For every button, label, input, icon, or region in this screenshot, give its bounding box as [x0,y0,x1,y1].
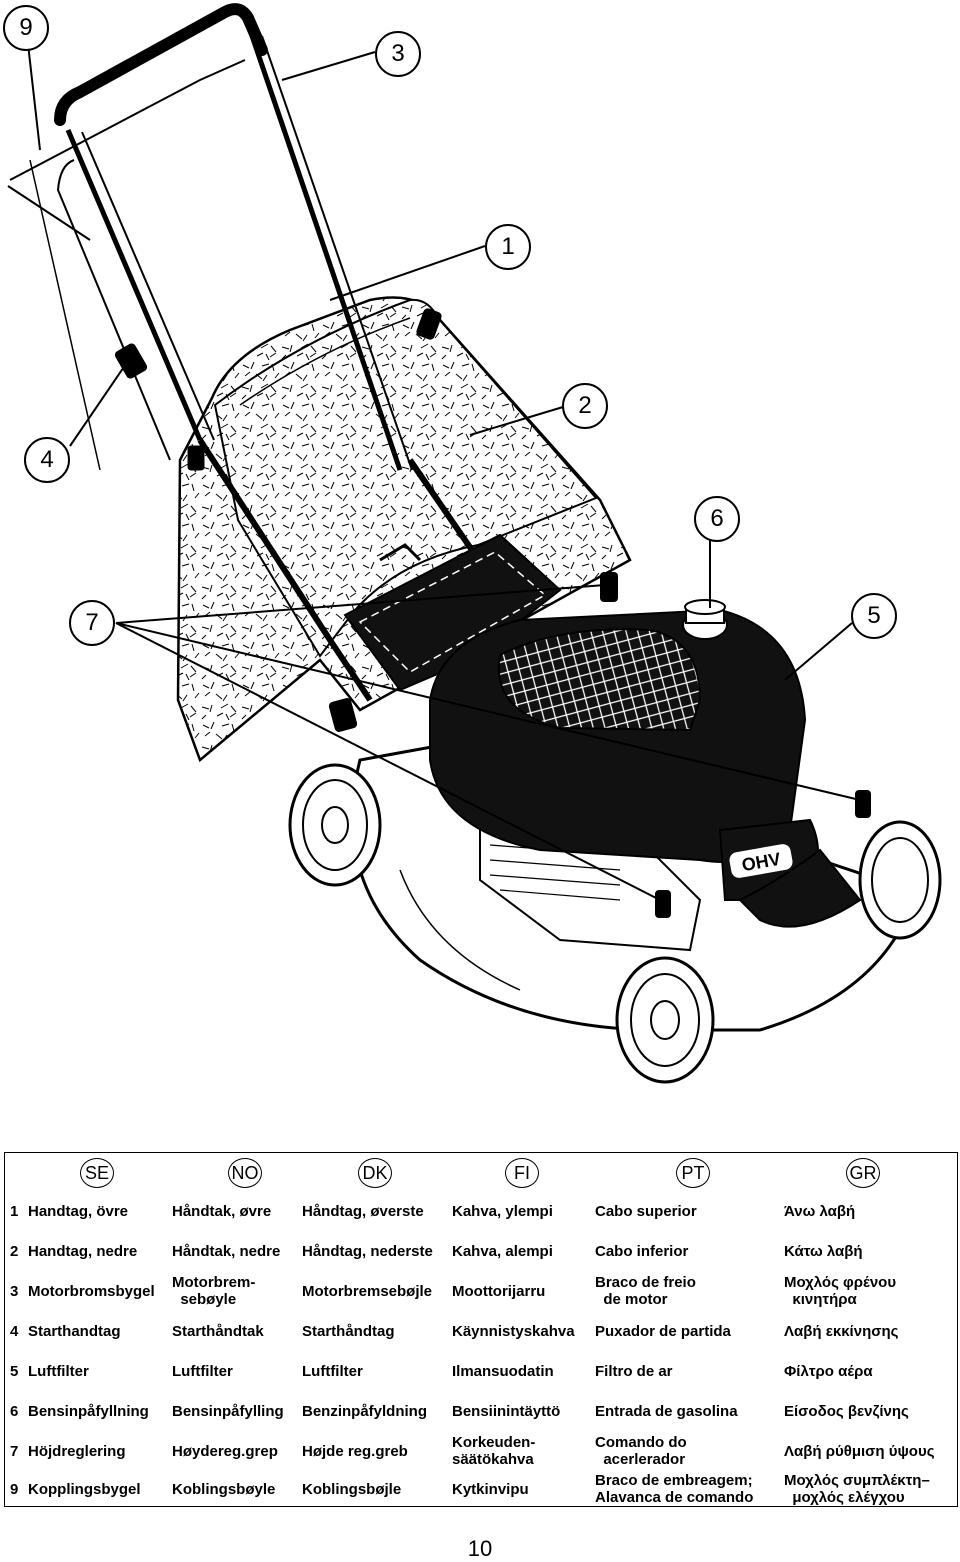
part-label: Handtag, övre [28,1203,129,1220]
part-label: Cabo inferior [595,1243,689,1260]
part-label: Luftfilter [28,1363,89,1380]
part-label: Motorbromsbygel [28,1283,155,1300]
lang-no: NO [228,1158,262,1188]
row-number: 9 [10,1481,19,1498]
part-label: Starthandtag [28,1323,121,1340]
part-label: Cabo superior [595,1203,697,1220]
callout-6: 6 [694,496,740,542]
callout-7: 7 [69,600,115,646]
part-label: Handtag, nedre [28,1243,138,1260]
callout-9: 9 [3,5,49,51]
upper-handle [7,3,413,471]
engine: OHV [429,599,862,952]
part-label: Kopplingsbygel [28,1481,141,1498]
part-label: Motorbremsebøjle [302,1283,433,1300]
part-label: Άνω λαβή [784,1203,856,1220]
part-label: Ilmansuodatin [452,1363,554,1380]
row-number: 7 [10,1443,19,1460]
part-label: Høydereg.grep [172,1443,278,1460]
part-label: Kahva, alempi [452,1243,553,1260]
lang-fi: FI [505,1158,539,1188]
part-label: Λαβή ρύθμιση ύψους [784,1443,935,1460]
callout-4: 4 [24,437,70,483]
part-label: Kahva, ylempi [452,1203,553,1220]
part-label: Koblingsbøyle [172,1481,276,1498]
part-label: Starthåndtak [172,1323,264,1340]
part-label: Λαβή εκκίνησης [784,1323,899,1340]
part-label: Bensinpåfylling [172,1403,284,1420]
lang-gr: GR [846,1158,880,1188]
page-number: 10 [467,1536,493,1561]
part-label: Håndtag, nederste [302,1243,433,1260]
grass-catcher [176,296,632,763]
part-label: Håndtag, øverste [302,1203,424,1220]
part-label: Käynnistyskahva [452,1323,575,1340]
row-number: 2 [10,1243,19,1260]
wheel-front-left [615,956,715,1084]
row-number: 1 [10,1203,19,1220]
row-number: 3 [10,1283,19,1300]
part-label: Motorbrem- sebøyle [172,1274,256,1308]
part-label: Puxador de partida [595,1323,731,1340]
row-number: 4 [10,1323,19,1340]
part-label: Højde reg.greb [302,1443,408,1460]
part-label: Comando do acerlerador [595,1434,687,1468]
part-label: Håndtak, nedre [172,1243,281,1260]
part-label: Benzinpåfyldning [302,1403,427,1420]
part-label: Koblingsbøjle [302,1481,402,1498]
lang-se: SE [80,1158,114,1188]
part-label: Φίλτρο αέρα [784,1363,873,1380]
part-label: Μοχλός συμπλέκτη– μοχλός ελέγχου [784,1472,930,1506]
callout-2: 2 [562,383,608,429]
leader-lines [27,43,861,901]
part-label: Bensiinintäyttö [452,1403,561,1420]
part-label: Bensinpåfyllning [28,1403,149,1420]
part-label: Μοχλός φρένου κινητήρα [784,1274,897,1308]
part-label: Höjdreglering [28,1443,126,1460]
wheel-front-right [858,820,942,940]
part-label: Moottorijarru [452,1283,546,1300]
part-label: Είσοδος βενζίνης [784,1403,909,1420]
part-label: Braco de embreagem; Alavanca de comando [595,1472,754,1506]
parts-legend-table [4,1152,958,1507]
part-label: Entrada de gasolina [595,1403,738,1420]
part-label: Luftfilter [302,1363,363,1380]
part-label: Kytkinvipu [452,1481,529,1498]
lawnmower-illustration: OHV [3,3,942,1084]
callout-3: 3 [375,31,421,77]
row-number: 6 [10,1403,19,1420]
row-number: 5 [10,1363,19,1380]
callout-1: 1 [485,224,531,270]
lang-pt: PT [676,1158,710,1188]
part-label: Luftfilter [172,1363,233,1380]
part-label: Starthåndtag [302,1323,395,1340]
part-label: Filtro de ar [595,1363,673,1380]
lang-dk: DK [358,1158,392,1188]
height-levers [600,572,871,918]
part-label: Κάτω λαβή [784,1243,863,1260]
callout-5: 5 [851,593,897,639]
part-label: Braco de freio de motor [595,1274,696,1308]
part-label: Håndtak, øvre [172,1203,272,1220]
part-label: Korkeuden- säätökahva [452,1434,536,1468]
wheel-rear-left [288,763,382,887]
